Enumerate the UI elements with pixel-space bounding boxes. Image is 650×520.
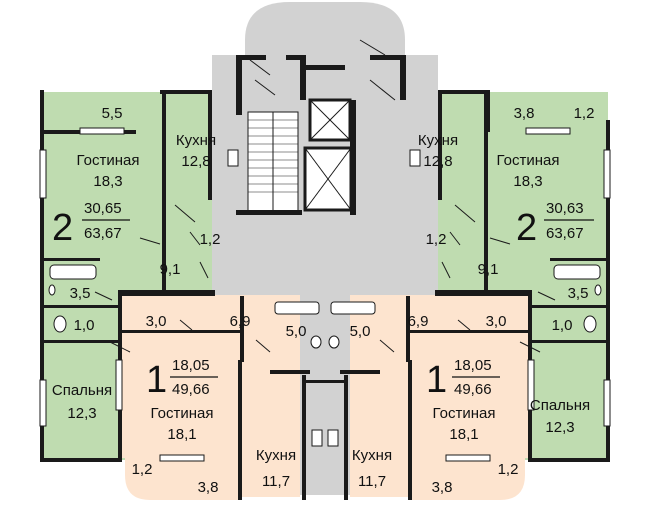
balcony-small-area: 1,2 [498, 461, 519, 478]
living-room-area: 18,1 [167, 426, 196, 443]
central-strip [300, 295, 350, 495]
stove-right [409, 149, 421, 167]
balcony-small-area-label: 1,2 [574, 105, 595, 122]
kitchen-area: 11,7 [358, 473, 386, 490]
bedroom-area: 12,3 [545, 419, 574, 436]
total-area: 49,66 [454, 381, 492, 398]
stove-left [227, 149, 239, 167]
hall-area: 9,1 [478, 261, 499, 278]
doors [94, 39, 556, 353]
bath-area: 5,0 [350, 323, 371, 340]
balcony-area: 3,8 [432, 479, 453, 496]
bedroom-name: Спальня [530, 397, 590, 414]
sink-right [594, 284, 602, 296]
windows [39, 127, 611, 462]
bath-area: 1,2 [200, 231, 221, 248]
living-room-name: Гостиная [77, 152, 140, 169]
stove-center-left [311, 429, 323, 447]
bathtub-center-right [330, 301, 376, 315]
apartment-left-1-room [120, 295, 300, 500]
labels-left-1-room: 3,0 6,9 5,0 1 18,05 49,66 Гостиная 18,1 … [132, 313, 307, 496]
sink-left [48, 284, 56, 296]
bedroom-area: 12,3 [67, 405, 96, 422]
wc-area: 1,0 [552, 317, 573, 334]
hall-area: 9,1 [160, 261, 181, 278]
total-area: 63,67 [546, 225, 584, 242]
rooms-count: 1 [146, 359, 167, 401]
living-room-area: 18,3 [513, 173, 542, 190]
bathtub-center-left [274, 301, 320, 315]
bath-area: 1,2 [426, 231, 447, 248]
fixtures [48, 149, 602, 447]
balcony-area-label: 5,5 [102, 105, 123, 122]
rooms-count: 2 [52, 207, 73, 249]
elevator-small [308, 98, 352, 142]
labels-right-2-room: 3,8 1,2 Гостиная 18,3 2 30,63 63,67 Кухн… [418, 105, 595, 436]
staircase [247, 111, 299, 213]
toilet-center-left [310, 335, 322, 349]
rooms-count: 1 [426, 359, 447, 401]
bedroom-name: Спальня [52, 382, 112, 399]
kitchen-name: Кухня [256, 447, 296, 464]
rooms-count: 2 [516, 207, 537, 249]
kitchen-area: 12,8 [181, 153, 210, 170]
balcony-right-2 [488, 92, 605, 135]
labels-right-1-room: 3,0 6,9 5,0 1 18,05 49,66 Гостиная 18,1 … [350, 313, 519, 496]
balcony-area-label: 3,8 [514, 105, 535, 122]
kitchen-name: Кухня [176, 132, 216, 149]
total-area: 49,66 [172, 381, 210, 398]
room-a-area: 3,0 [146, 313, 167, 330]
balcony-right-1 [410, 458, 525, 500]
living-area: 30,65 [84, 200, 122, 217]
wc-area: 1,0 [74, 317, 95, 334]
kitchen-name: Кухня [352, 447, 392, 464]
hall-area: 6,9 [408, 313, 429, 330]
living-room-name: Гостиная [151, 405, 214, 422]
balcony-small-area: 1,2 [132, 461, 153, 478]
balcony-area: 3,8 [198, 479, 219, 496]
stove-center-right [327, 429, 339, 447]
hall-area: 6,9 [230, 313, 251, 330]
kitchen-area: 11,7 [262, 473, 290, 490]
bath-area: 5,0 [286, 323, 307, 340]
living-room-area: 18,1 [449, 426, 478, 443]
toilet-center-right [328, 335, 340, 349]
kitchen-area: 12,8 [423, 153, 452, 170]
living-room-name: Гостиная [497, 152, 560, 169]
bathroom-area: 3,5 [568, 285, 589, 302]
elevator-large [303, 146, 353, 212]
balcony-left-1 [125, 458, 240, 500]
apt-right-1-kitchen [350, 360, 410, 497]
bathtub-left [49, 264, 97, 280]
toilet-right [583, 315, 597, 333]
living-area: 30,63 [546, 200, 584, 217]
living-area: 18,05 [172, 357, 210, 374]
room-a-area: 3,0 [486, 313, 507, 330]
living-area: 18,05 [454, 357, 492, 374]
kitchen-name: Кухня [418, 132, 458, 149]
bathtub-right [553, 264, 601, 280]
bathroom-area: 3,5 [70, 285, 91, 302]
labels-left-2-room: 5,5 Гостиная 18,3 2 30,65 63,67 Кухня 12… [52, 105, 221, 422]
living-room-area: 18,3 [93, 173, 122, 190]
top-rounded-balcony [245, 2, 405, 55]
apt-left-1-kitchen [240, 360, 300, 497]
living-room-name: Гостиная [433, 405, 496, 422]
toilet-left [53, 315, 67, 333]
total-area: 63,67 [84, 225, 122, 242]
